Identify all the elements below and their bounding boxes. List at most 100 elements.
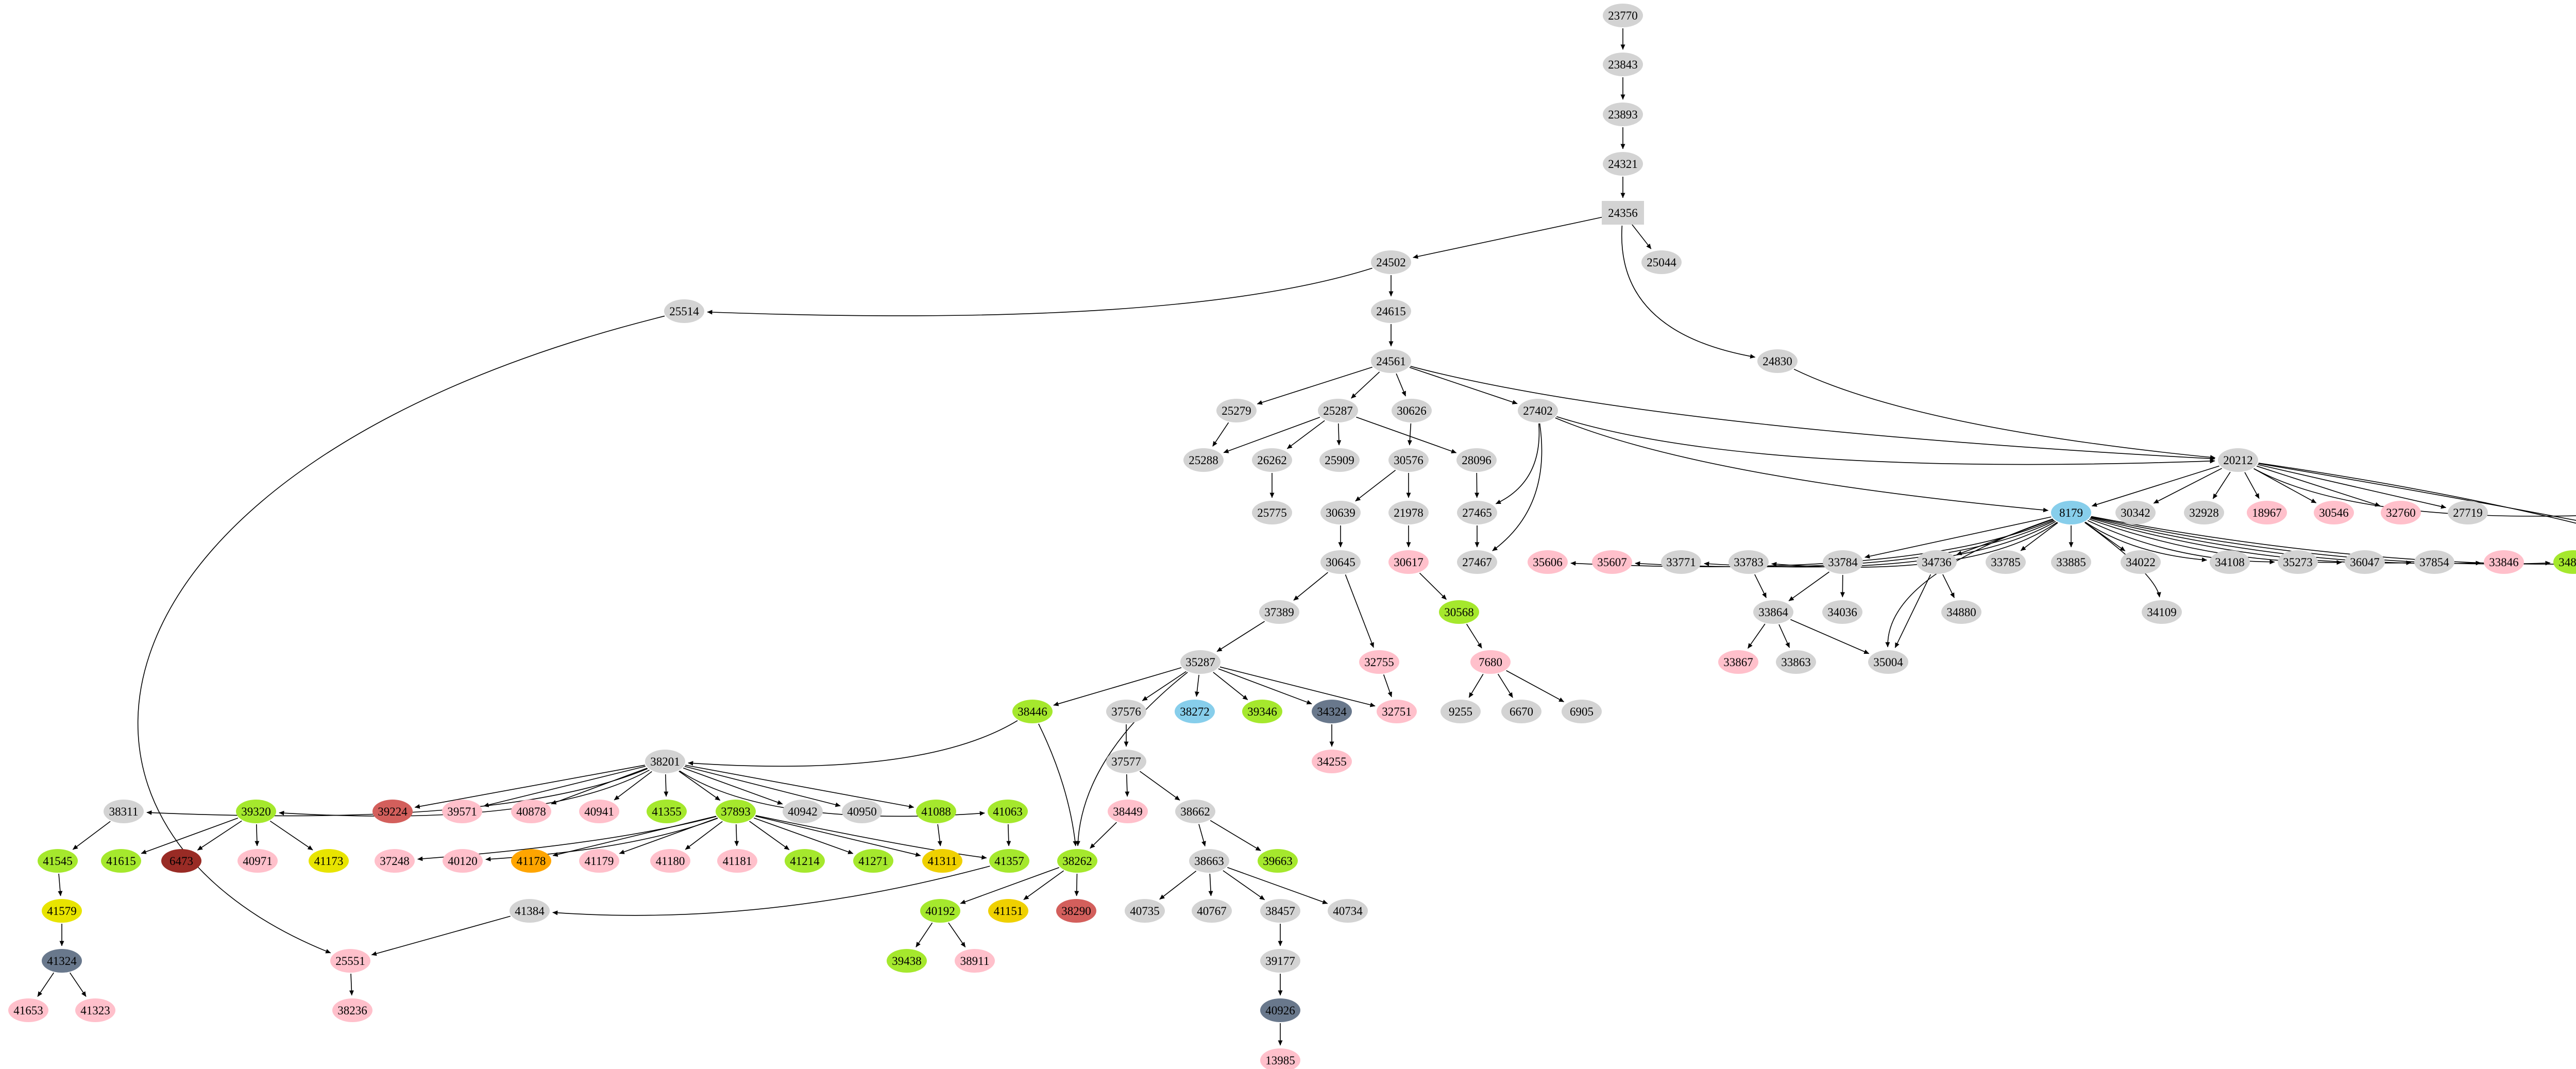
graph-node-37854: 37854 bbox=[2414, 550, 2454, 574]
node-label-38446: 38446 bbox=[1018, 705, 1047, 718]
graph-node-41384: 41384 bbox=[510, 899, 550, 923]
node-label-37577: 37577 bbox=[1111, 755, 1141, 768]
edge-38201-39571 bbox=[483, 766, 646, 807]
graph-node-25287: 25287 bbox=[1318, 399, 1358, 422]
node-label-40767: 40767 bbox=[1197, 905, 1227, 918]
edge-38662-39663 bbox=[1210, 820, 1261, 851]
graph-node-33885: 33885 bbox=[2051, 550, 2091, 574]
graph-node-25044: 25044 bbox=[1641, 250, 1682, 274]
graph-node-30639: 30639 bbox=[1320, 501, 1361, 524]
graph-node-30568: 30568 bbox=[1439, 600, 1479, 624]
edge-35287-39346 bbox=[1213, 672, 1248, 701]
graph-node-35607: 35607 bbox=[1592, 550, 1632, 574]
edge-37893-41357 bbox=[755, 815, 987, 860]
graph-node-38911: 38911 bbox=[955, 949, 995, 973]
graph-node-40192: 40192 bbox=[920, 899, 960, 923]
edge-25279-25288 bbox=[1212, 422, 1229, 447]
node-shape-27402 bbox=[1518, 399, 1558, 422]
node-shape-39571 bbox=[442, 800, 482, 823]
edge-27402-20212 bbox=[1556, 416, 2215, 465]
edge-37389-35287 bbox=[1216, 621, 1265, 652]
node-label-37576: 37576 bbox=[1111, 705, 1141, 718]
node-shape-38911 bbox=[955, 949, 995, 973]
graph-node-33783: 33783 bbox=[1728, 550, 1769, 574]
graph-node-40926: 40926 bbox=[1260, 998, 1300, 1022]
graph-node-20212: 20212 bbox=[2218, 448, 2258, 472]
node-label-38236: 38236 bbox=[337, 1004, 367, 1017]
node-shape-41615 bbox=[101, 849, 141, 873]
node-label-40926: 40926 bbox=[1265, 1004, 1295, 1017]
edge-24502-25514 bbox=[707, 267, 1372, 316]
edge-40192-38911 bbox=[948, 922, 966, 947]
graph-node-38449: 38449 bbox=[1108, 800, 1148, 823]
graph-node-38662: 38662 bbox=[1175, 800, 1215, 823]
node-label-30576: 30576 bbox=[1394, 454, 1423, 467]
node-label-41357: 41357 bbox=[994, 855, 1024, 868]
node-shape-30617 bbox=[1388, 550, 1429, 574]
graph-node-34036: 34036 bbox=[1822, 600, 1862, 624]
node-label-30639: 30639 bbox=[1326, 506, 1355, 519]
node-label-41180: 41180 bbox=[656, 855, 685, 868]
graph-node-41063: 41063 bbox=[988, 800, 1028, 823]
edge-38663-40734 bbox=[1227, 867, 1328, 904]
node-label-38272: 38272 bbox=[1180, 705, 1210, 718]
node-label-34880: 34880 bbox=[1946, 606, 1976, 619]
node-shape-34879 bbox=[2553, 550, 2576, 574]
graph-node-41214: 41214 bbox=[785, 849, 825, 873]
node-shape-33784 bbox=[1823, 550, 1863, 574]
node-label-34108: 34108 bbox=[2215, 556, 2245, 569]
node-label-41323: 41323 bbox=[80, 1004, 110, 1017]
edge-38663-40735 bbox=[1159, 871, 1197, 900]
graph-node-32760: 32760 bbox=[2381, 501, 2421, 524]
node-label-9255: 9255 bbox=[1449, 705, 1472, 718]
graph-node-40735: 40735 bbox=[1125, 899, 1165, 923]
node-label-33863: 33863 bbox=[1781, 656, 1811, 669]
node-label-33846: 33846 bbox=[2489, 556, 2519, 569]
node-shape-41323 bbox=[75, 998, 115, 1022]
node-shape-37389 bbox=[1259, 600, 1299, 624]
edge-38663-38457 bbox=[1223, 870, 1265, 901]
node-shape-21978 bbox=[1388, 501, 1429, 524]
edge-30617-30568 bbox=[1419, 572, 1447, 600]
node-shape-20212 bbox=[2218, 448, 2258, 472]
node-shape-34324 bbox=[1312, 700, 1352, 723]
node-shape-39224 bbox=[372, 800, 413, 823]
node-shape-41271 bbox=[853, 849, 893, 873]
edge-27402-27465 bbox=[1495, 423, 1540, 504]
graph-node-41355: 41355 bbox=[647, 800, 687, 823]
node-shape-34036 bbox=[1822, 600, 1862, 624]
graph-node-41545: 41545 bbox=[38, 849, 78, 873]
graph-node-41311: 41311 bbox=[922, 849, 962, 873]
node-shape-39663 bbox=[1258, 849, 1298, 873]
node-label-24321: 24321 bbox=[1608, 158, 1638, 171]
edge-35287-34324 bbox=[1218, 668, 1312, 705]
edge-30645-37389 bbox=[1293, 572, 1328, 601]
graph-node-40942: 40942 bbox=[783, 800, 823, 823]
node-shape-37248 bbox=[375, 849, 415, 873]
node-label-24830: 24830 bbox=[1762, 355, 1792, 368]
node-label-37893: 37893 bbox=[721, 805, 751, 818]
node-shape-38446 bbox=[1012, 700, 1053, 723]
edge-24561-20212 bbox=[1410, 366, 2215, 461]
node-shape-34880 bbox=[1941, 600, 1981, 624]
edge-38449-38262 bbox=[1090, 822, 1117, 849]
node-shape-38311 bbox=[104, 800, 144, 823]
node-label-24615: 24615 bbox=[1376, 305, 1406, 318]
graph-node-25775: 25775 bbox=[1252, 501, 1292, 524]
node-label-35004: 35004 bbox=[1873, 656, 1903, 669]
node-label-39320: 39320 bbox=[241, 805, 271, 818]
node-shape-26262 bbox=[1252, 448, 1292, 472]
node-label-27465: 27465 bbox=[1462, 506, 1492, 519]
edge-38201-39224 bbox=[414, 765, 645, 809]
graph-node-26262: 26262 bbox=[1252, 448, 1292, 472]
edge-38201-40950 bbox=[684, 766, 841, 807]
graph-node-40734: 40734 bbox=[1328, 899, 1368, 923]
edge-33864-33863 bbox=[1778, 624, 1790, 648]
graph-node-21978: 21978 bbox=[1388, 501, 1429, 524]
edge-25287-28096 bbox=[1356, 416, 1457, 453]
edge-25287-25288 bbox=[1223, 417, 1320, 453]
graph-node-30576: 30576 bbox=[1388, 448, 1429, 472]
node-shape-24356 bbox=[1602, 201, 1644, 225]
graph-node-24561: 24561 bbox=[1371, 349, 1411, 373]
node-label-25279: 25279 bbox=[1222, 404, 1251, 417]
